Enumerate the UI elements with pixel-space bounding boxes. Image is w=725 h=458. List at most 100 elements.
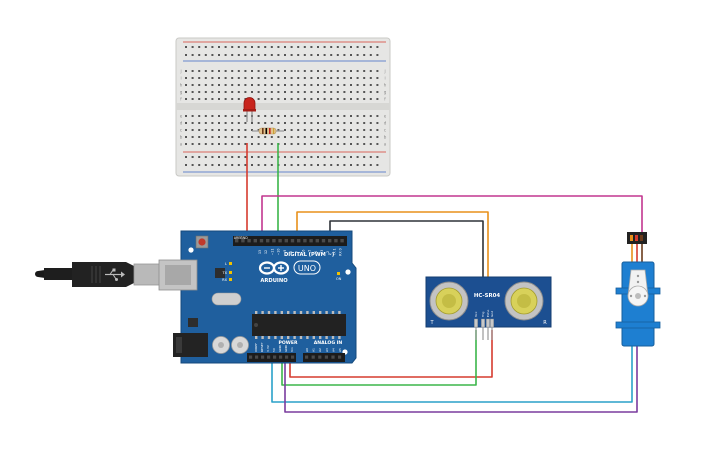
breadboard-hole[interactable] — [310, 143, 313, 145]
breadboard-hole[interactable] — [297, 164, 300, 166]
breadboard-hole[interactable] — [336, 122, 339, 124]
breadboard-hole[interactable] — [204, 46, 207, 48]
breadboard-hole[interactable] — [336, 91, 339, 93]
breadboard-hole[interactable] — [284, 77, 286, 79]
breadboard-hole[interactable] — [369, 70, 372, 72]
breadboard-hole[interactable] — [336, 156, 339, 158]
breadboard-hole[interactable] — [204, 129, 207, 131]
breadboard-hole[interactable] — [257, 98, 260, 100]
breadboard-hole[interactable] — [198, 143, 201, 145]
breadboard-hole[interactable] — [198, 98, 201, 100]
header-pin[interactable] — [309, 239, 313, 243]
breadboard-hole[interactable] — [323, 164, 326, 166]
breadboard-hole[interactable] — [356, 91, 359, 93]
breadboard-hole[interactable] — [270, 91, 273, 93]
header-pin[interactable] — [266, 239, 270, 243]
breadboard-hole[interactable] — [251, 91, 253, 93]
breadboard-hole[interactable] — [284, 143, 286, 145]
breadboard-hole[interactable] — [264, 46, 267, 48]
breadboard-hole[interactable] — [251, 77, 253, 79]
header-pin[interactable] — [285, 355, 289, 359]
breadboard-hole[interactable] — [251, 136, 253, 138]
breadboard-hole[interactable] — [290, 136, 293, 138]
breadboard-hole[interactable] — [297, 136, 300, 138]
breadboard-hole[interactable] — [185, 115, 187, 117]
breadboard-hole[interactable] — [369, 115, 372, 117]
breadboard-hole[interactable] — [198, 136, 201, 138]
power-header[interactable] — [247, 353, 296, 362]
breadboard-hole[interactable] — [257, 129, 260, 131]
breadboard-hole[interactable] — [191, 77, 194, 79]
breadboard-hole[interactable] — [356, 115, 359, 117]
breadboard-hole[interactable] — [257, 143, 260, 145]
breadboard-hole[interactable] — [191, 164, 194, 166]
digital-header[interactable] — [233, 236, 347, 246]
breadboard-hole[interactable] — [297, 46, 300, 48]
breadboard-hole[interactable] — [257, 84, 260, 86]
breadboard-hole[interactable] — [237, 77, 240, 79]
breadboard-hole[interactable] — [218, 115, 220, 117]
breadboard-hole[interactable] — [376, 122, 379, 124]
breadboard-hole[interactable] — [211, 91, 214, 93]
breadboard-hole[interactable] — [224, 46, 227, 48]
breadboard-hole[interactable] — [284, 129, 286, 131]
breadboard-hole[interactable] — [356, 98, 359, 100]
breadboard-hole[interactable] — [185, 129, 187, 131]
breadboard-hole[interactable] — [191, 46, 194, 48]
breadboard-hole[interactable] — [191, 136, 194, 138]
breadboard-hole[interactable] — [264, 98, 267, 100]
breadboard-hole[interactable] — [297, 77, 300, 79]
usb-cable[interactable] — [35, 262, 161, 287]
breadboard-hole[interactable] — [204, 84, 207, 86]
breadboard-hole[interactable] — [356, 122, 359, 124]
header-pin[interactable] — [334, 239, 338, 243]
breadboard-hole[interactable] — [363, 115, 366, 117]
breadboard-hole[interactable] — [317, 46, 319, 48]
breadboard-hole[interactable] — [284, 115, 286, 117]
breadboard-hole[interactable] — [297, 156, 300, 158]
breadboard-hole[interactable] — [323, 115, 326, 117]
resistor[interactable] — [252, 127, 284, 135]
breadboard-hole[interactable] — [237, 115, 240, 117]
breadboard-hole[interactable] — [363, 77, 366, 79]
wire-orange-trig[interactable] — [296, 211, 489, 307]
breadboard-hole[interactable] — [376, 54, 379, 56]
breadboard-hole[interactable] — [317, 91, 319, 93]
breadboard-hole[interactable] — [251, 70, 253, 72]
breadboard-hole[interactable] — [323, 122, 326, 124]
wire-green-gnd[interactable] — [281, 330, 477, 386]
breadboard-hole[interactable] — [290, 98, 293, 100]
breadboard-hole[interactable] — [270, 70, 273, 72]
breadboard-hole[interactable] — [369, 164, 372, 166]
breadboard-hole[interactable] — [257, 115, 260, 117]
header-pin[interactable] — [241, 239, 245, 243]
breadboard-hole[interactable] — [277, 136, 280, 138]
breadboard-hole[interactable] — [317, 70, 319, 72]
breadboard-hole[interactable] — [363, 143, 366, 145]
breadboard-hole[interactable] — [350, 143, 352, 145]
breadboard-hole[interactable] — [257, 54, 260, 56]
breadboard-hole[interactable] — [356, 143, 359, 145]
breadboard-hole[interactable] — [376, 91, 379, 93]
breadboard-hole[interactable] — [185, 70, 187, 72]
breadboard-hole[interactable] — [323, 136, 326, 138]
breadboard-hole[interactable] — [350, 77, 352, 79]
breadboard-hole[interactable] — [237, 136, 240, 138]
header-pin[interactable] — [291, 355, 295, 359]
breadboard-hole[interactable] — [191, 98, 194, 100]
breadboard-hole[interactable] — [244, 156, 247, 158]
breadboard-hole[interactable] — [211, 70, 214, 72]
header-pin[interactable] — [303, 239, 307, 243]
breadboard-hole[interactable] — [369, 77, 372, 79]
breadboard-hole[interactable] — [363, 54, 366, 56]
breadboard-hole[interactable] — [336, 136, 339, 138]
breadboard-hole[interactable] — [244, 54, 247, 56]
breadboard-hole[interactable] — [336, 77, 339, 79]
breadboard-hole[interactable] — [231, 122, 234, 124]
header-pin[interactable] — [273, 355, 277, 359]
breadboard-hole[interactable] — [369, 84, 372, 86]
breadboard-hole[interactable] — [224, 84, 227, 86]
breadboard-hole[interactable] — [264, 54, 267, 56]
